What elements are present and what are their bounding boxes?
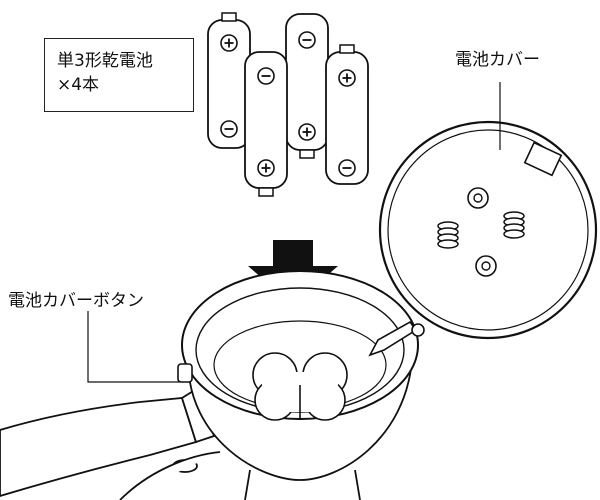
plus-icon: [220, 34, 238, 52]
battery-type-label: 単3形乾電池: [57, 51, 153, 71]
battery-compartment: [177, 270, 419, 500]
battery-cover-callout: 電池カバー: [455, 45, 540, 70]
spring-icon: [437, 221, 459, 249]
minus-icon: [338, 159, 356, 177]
minus-icon: [298, 31, 316, 49]
battery-icon: [325, 44, 369, 185]
battery-icon: [244, 51, 288, 197]
plus-icon: [338, 69, 356, 87]
battery-icon: [207, 12, 251, 149]
minus-icon: [220, 120, 238, 138]
device-handle: [0, 386, 221, 500]
battery-cover-button: [177, 363, 193, 383]
plus-icon: [257, 159, 275, 177]
battery-cover: [378, 120, 598, 340]
battery-icon: [285, 13, 329, 159]
plus-icon: [298, 123, 316, 141]
battery-count-label: ×4本: [57, 75, 100, 95]
spring-icon: [503, 211, 525, 239]
minus-icon: [257, 67, 275, 85]
leader-line-button: [87, 300, 180, 383]
battery-cover-button-callout: 電池カバーボタン: [8, 286, 144, 311]
cover-hinge: [368, 320, 425, 357]
battery-spec-box: 単3形乾電池 ×4本: [44, 38, 194, 112]
